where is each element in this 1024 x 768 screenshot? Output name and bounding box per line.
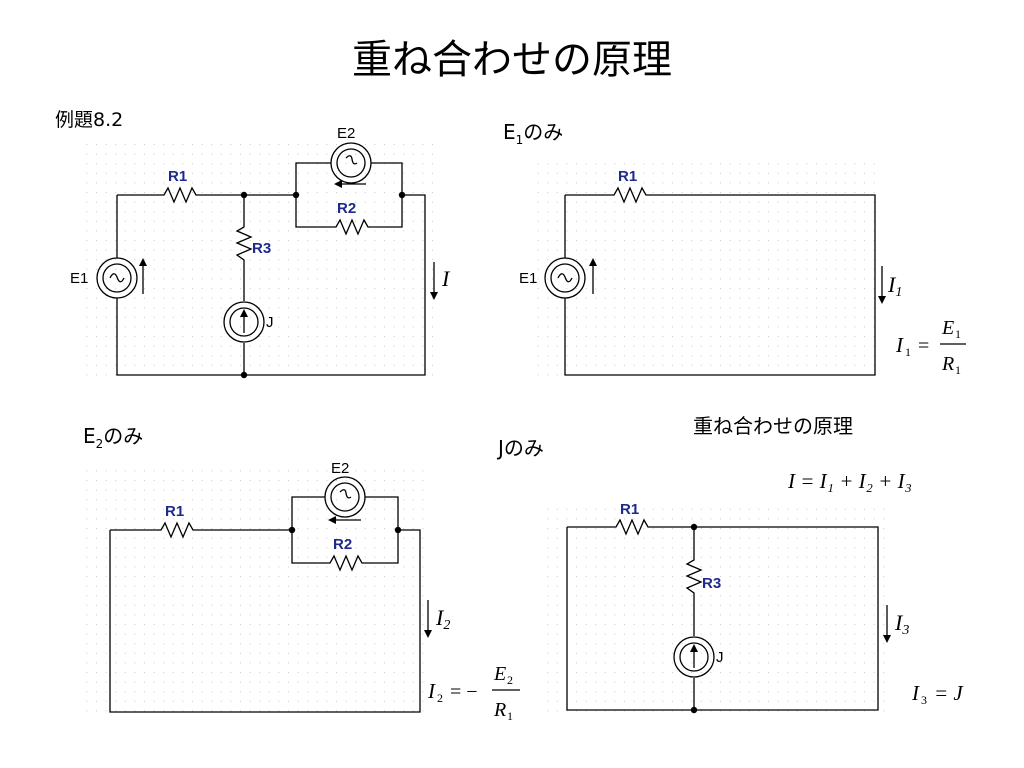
eq-sub: 1 [905, 345, 911, 359]
e1-source [544, 257, 586, 299]
eq-lhs: I [911, 681, 920, 705]
e1-label: E1 [70, 270, 88, 287]
node [690, 523, 698, 531]
i3-equation: I 3 = J [911, 681, 964, 707]
r1-label: R1 [168, 168, 187, 185]
i1-equation: I 1 = E 1 R 1 [895, 317, 966, 377]
superposition-sum-equation: I = I₁ + I₂ + I₃ [787, 469, 912, 493]
node [394, 526, 402, 534]
eq-den-sub: 1 [507, 709, 513, 723]
r2-resistor [325, 554, 365, 572]
r1-label: R1 [620, 501, 639, 518]
grid-e1-only [530, 163, 878, 381]
i2-equation: I 2 = − E 2 R 1 [427, 663, 520, 723]
wire-loop [109, 529, 421, 713]
i-current-label: I [441, 266, 451, 291]
i2-current-label: I2 [435, 605, 450, 633]
node [240, 191, 248, 199]
e1-sine-icon [109, 273, 125, 283]
e2-source-inner [330, 482, 360, 512]
node [292, 191, 300, 199]
node [288, 526, 296, 534]
eq-num-sub: 2 [507, 673, 513, 687]
superposition-heading: 重ね合わせの原理 [693, 414, 853, 438]
wire-outer [116, 194, 426, 376]
j-source-inner [229, 307, 259, 337]
r3-label: R3 [702, 575, 721, 592]
eq-sub: 3 [921, 693, 927, 707]
eq-num: E [941, 317, 954, 339]
wire-loop [566, 526, 879, 711]
eq-equals: = − [450, 681, 478, 703]
eq-equals: = [918, 335, 929, 357]
i3-current-label: I3 [894, 610, 909, 638]
j-source [673, 636, 715, 678]
grid-e2-only [85, 468, 430, 713]
r1-resistor [155, 521, 199, 539]
wire-loop [564, 194, 876, 376]
r1-label: R1 [618, 168, 637, 185]
eq-lhs: I [895, 333, 904, 357]
circuit-j-only: R1 R3 J I3 I 3 = J [540, 500, 964, 715]
circuit-example: R1 R2 R3 E2 E1 J I [70, 125, 451, 380]
r1-label: R1 [165, 503, 184, 520]
e2-source [330, 142, 372, 184]
node [690, 706, 698, 714]
node [398, 191, 406, 199]
r2-label: R2 [337, 200, 356, 217]
circuit-e2-only: R1 R2 E2 I2 I 2 = − E 2 R 1 [85, 460, 520, 723]
e1-source-inner [102, 263, 132, 293]
eq-rhs: = J [934, 681, 964, 705]
e2-sine-icon [339, 489, 352, 499]
eq-num-sub: 1 [955, 327, 961, 341]
eq-den-sub: 1 [955, 363, 961, 377]
grid-example [82, 137, 434, 380]
eq-lhs: I [427, 679, 436, 703]
j-source-inner [679, 642, 709, 672]
example-label: 例題8.2 [55, 109, 124, 131]
eq-den: R [493, 699, 506, 721]
e1-only-heading: E1のみ [503, 120, 564, 147]
i1-current-label: I1 [887, 272, 902, 300]
j-label: J [266, 314, 274, 331]
wire-parallel [295, 162, 403, 228]
e2-only-heading: E2のみ [83, 424, 144, 451]
e1-label: E1 [519, 270, 537, 287]
r2-label: R2 [333, 536, 352, 553]
e2-sine-icon [345, 155, 358, 165]
j-only-heading: Jのみ [498, 436, 544, 460]
r2-resistor [331, 218, 371, 236]
e2-source-inner [336, 148, 366, 178]
e1-source-inner [550, 263, 580, 293]
r3-label: R3 [252, 240, 271, 257]
wire-parallel [291, 496, 399, 564]
r3-resistor [685, 555, 703, 599]
r3-resistor [235, 222, 253, 266]
circuit-e1-only: R1 E1 I1 I 1 = E 1 R 1 [519, 163, 966, 381]
r1-resistor [610, 518, 654, 536]
r1-resistor [608, 186, 652, 204]
e1-source [96, 257, 138, 299]
e2-source [324, 476, 366, 518]
slide-title: 重ね合わせの原理 [352, 37, 672, 83]
grid-j-only [540, 500, 885, 715]
eq-sub: 2 [437, 691, 443, 705]
r1-resistor [158, 186, 202, 204]
e2-label: E2 [337, 125, 355, 142]
j-label: J [716, 649, 724, 666]
e1-sine-icon [557, 273, 573, 283]
node [240, 371, 248, 379]
j-source [223, 301, 265, 343]
eq-den: R [941, 353, 954, 375]
e2-label: E2 [331, 460, 349, 477]
eq-num: E [493, 663, 506, 685]
